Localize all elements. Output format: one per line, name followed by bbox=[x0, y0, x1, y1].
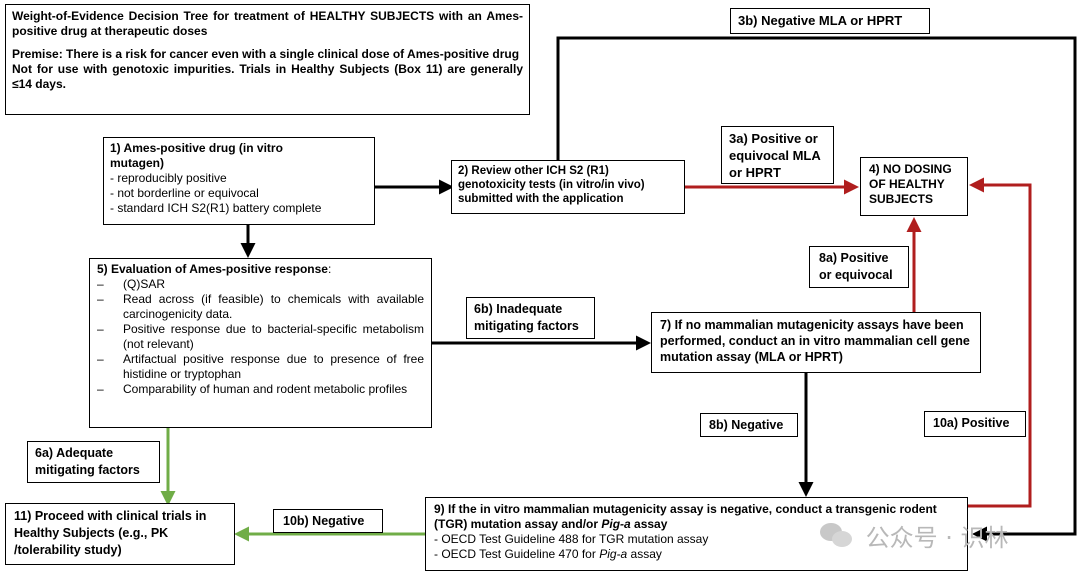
label-6a-adequate: 6a) Adequate mitigating factors bbox=[27, 441, 160, 483]
arrow-9-to-4 bbox=[968, 177, 1032, 508]
header-title: Weight-of-Evidence Decision Tree for tre… bbox=[12, 9, 523, 38]
box-5-bullet: – bbox=[97, 382, 104, 396]
box-11-proceed-clinical-trials: 11) Proceed with clinical trials in Heal… bbox=[5, 503, 235, 565]
box-5-title-suffix: : bbox=[327, 262, 332, 276]
box-11-text: 11) Proceed with clinical trials in Heal… bbox=[14, 509, 207, 557]
box-7-text: 7) If no mammalian mutagenicity assays h… bbox=[660, 318, 970, 364]
box-9-transgenic-rodent: 9) If the in vitro mammalian mutagenicit… bbox=[425, 497, 968, 571]
box-5-evaluation: 5) Evaluation of Ames-positive response:… bbox=[89, 258, 432, 428]
label-3b-negative: 3b) Negative MLA or HPRT bbox=[730, 8, 930, 34]
header-premise: Premise: There is a risk for cancer even… bbox=[12, 47, 520, 61]
label-10a-positive: 10a) Positive bbox=[924, 411, 1026, 437]
box-5-title: 5) Evaluation of Ames-positive response bbox=[97, 262, 328, 276]
box-1-ames-positive-drug: 1) Ames-positive drug (in vitro mutagen)… bbox=[103, 137, 375, 225]
label-8a-positive: 8a) Positive or equivocal bbox=[809, 246, 909, 288]
label-6b-text: 6b) Inadequate mitigating factors bbox=[474, 302, 579, 333]
box-5-bullet: – bbox=[97, 352, 104, 366]
box-2-review-genotoxicity: 2) Review other ICH S2 (R1) genotoxicity… bbox=[451, 160, 685, 214]
box-1-title: 1) Ames-positive drug (in vitro mutagen) bbox=[110, 141, 283, 170]
box-1-item: - not borderline or equivocal bbox=[110, 186, 259, 200]
label-10b-negative: 10b) Negative bbox=[273, 509, 383, 533]
label-8b-negative: 8b) Negative bbox=[700, 413, 798, 437]
label-8b-text: 8b) Negative bbox=[709, 418, 784, 432]
box-5-item: –Read across (if feasible) to chemicals … bbox=[97, 292, 424, 321]
box-9-item: - OECD Test Guideline 470 for Pig-a assa… bbox=[434, 547, 662, 561]
box-9-item: - OECD Test Guideline 488 for TGR mutati… bbox=[434, 532, 709, 546]
box-7-in-vitro-mammalian: 7) If no mammalian mutagenicity assays h… bbox=[651, 312, 981, 373]
box-1-item: - reproducibly positive bbox=[110, 171, 227, 185]
watermark-text: 公众号 · 识林 bbox=[865, 524, 1009, 552]
box-5-item: –Artifactual positive response due to pr… bbox=[97, 352, 424, 381]
box-5-bullet: – bbox=[97, 322, 104, 336]
label-8a-text: 8a) Positive or equivocal bbox=[819, 251, 893, 282]
label-6b-inadequate: 6b) Inadequate mitigating factors bbox=[466, 297, 595, 339]
header-note: Not for use with genotoxic impurities. T… bbox=[12, 62, 523, 91]
header-box: Weight-of-Evidence Decision Tree for tre… bbox=[5, 4, 530, 115]
label-6a-text: 6a) Adequate mitigating factors bbox=[35, 446, 140, 477]
box-2-text: 2) Review other ICH S2 (R1) genotoxicity… bbox=[458, 165, 645, 205]
box-5-bullet: – bbox=[97, 277, 104, 291]
label-10b-text: 10b) Negative bbox=[283, 514, 365, 528]
box-5-bullet: – bbox=[97, 292, 104, 306]
box-1-item: - standard ICH S2(R1) battery complete bbox=[110, 201, 322, 215]
watermark: 公众号 · 识林 bbox=[820, 518, 1009, 553]
box-9-title: 9) If the in vitro mammalian mutagenicit… bbox=[434, 502, 937, 531]
box-4-no-dosing: 4) NO DOSING OF HEALTHY SUBJECTS bbox=[860, 157, 968, 216]
wechat-icon bbox=[820, 522, 854, 549]
label-3b-text: 3b) Negative MLA or HPRT bbox=[738, 13, 903, 28]
label-10a-text: 10a) Positive bbox=[933, 416, 1010, 430]
box-5-item: –(Q)SAR bbox=[97, 277, 165, 291]
box-4-text: 4) NO DOSING OF HEALTHY SUBJECTS bbox=[869, 162, 952, 206]
box-5-item: –Comparability of human and rodent metab… bbox=[97, 382, 408, 396]
box-5-item: –Positive response due to bacterial-spec… bbox=[97, 322, 424, 351]
label-3a-text: 3a) Positive or equivocal MLA or HPRT bbox=[729, 131, 821, 180]
arrow-3b-loop bbox=[556, 36, 1077, 542]
label-3a-positive: 3a) Positive or equivocal MLA or HPRT bbox=[721, 126, 834, 184]
